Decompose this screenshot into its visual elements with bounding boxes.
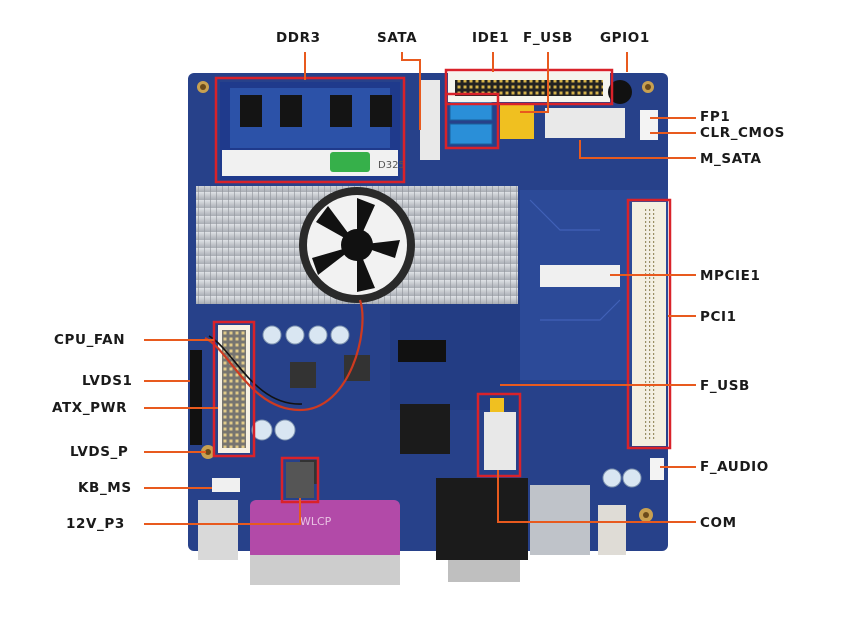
label-kb-ms: KB_MS [78, 480, 132, 496]
label-cpu-fan: CPU_FAN [54, 332, 126, 348]
ram-chip-text: D325 [378, 160, 405, 171]
label-sata: SATA [377, 30, 418, 46]
capacitors [251, 325, 642, 488]
f-usb-right-header [484, 412, 516, 470]
label-pci1: PCI1 [700, 309, 737, 325]
parallel-port: WLCP [250, 500, 400, 585]
label-atx-pwr: ATX_PWR [52, 400, 128, 416]
label-f-usb-right: F_USB [700, 378, 750, 394]
ps2-port [198, 500, 238, 560]
label-ide1: IDE1 [472, 30, 510, 46]
f-audio-header [650, 458, 664, 480]
label-m-sata: M_SATA [700, 151, 762, 167]
chip [398, 340, 446, 362]
ddr3-slot: D325 [220, 82, 405, 180]
heatsink [196, 186, 518, 304]
ide1-header [448, 72, 632, 104]
label-gpio1: GPIO1 [600, 30, 650, 46]
pci1-slot [632, 202, 666, 446]
label-clr-cmos: CLR_CMOS [700, 125, 785, 141]
lan-port [530, 485, 590, 555]
m-sata-slot [545, 108, 625, 138]
sata-connectors [420, 80, 493, 160]
lvds1-connector [190, 350, 202, 445]
label-ddr3: DDR3 [276, 30, 321, 46]
mpcie1-slot [540, 265, 620, 287]
label-mpcie1: MPCIE1 [700, 268, 761, 284]
label-f-usb-top: F_USB [523, 30, 573, 46]
vga-port [436, 478, 528, 560]
label-fp1: FP1 [700, 109, 731, 125]
fp1-header [640, 110, 658, 140]
audio-jack [598, 505, 626, 555]
label-f-audio: F_AUDIO [700, 459, 769, 475]
kb-ms-header [212, 478, 240, 492]
label-12v-p3: 12V_P3 [66, 516, 125, 532]
parallel-port-text: WLCP [300, 515, 332, 528]
v12-p3-connector [286, 462, 314, 498]
f-usb-top-header [500, 105, 534, 139]
chipset [400, 404, 450, 454]
label-lvds-p: LVDS_P [70, 444, 129, 460]
callout-lines [144, 52, 696, 525]
atx-power-connector [218, 325, 250, 453]
label-lvds1: LVDS1 [82, 373, 133, 389]
label-com: COM [700, 515, 737, 531]
